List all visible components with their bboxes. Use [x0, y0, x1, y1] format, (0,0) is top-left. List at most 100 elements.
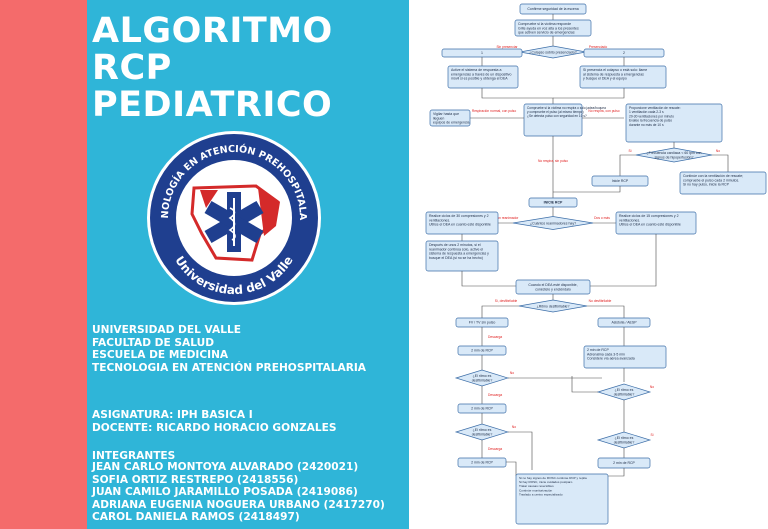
right-note-box-text: durante no más de 10 s	[629, 123, 664, 127]
right-activate-box	[579, 65, 667, 89]
hr-decision-text: signos de hipoperfusión?	[655, 155, 694, 159]
branch-label: Sí, desfibrilable	[495, 299, 518, 303]
member-item: JUAN CAMILO JARAMILLO POSADA (2419086)	[92, 486, 358, 499]
branch-label: No	[716, 149, 720, 153]
after-2min-box-text: Después de unos 2 minutos, si el	[429, 243, 481, 247]
course-teacher: DOCENTE: RICARDO HORACIO GONZALES	[92, 421, 337, 434]
branch-label: No desfibrilable	[589, 299, 612, 303]
right-note-box-text: 20-30 ventilaciones por minuto	[629, 114, 674, 118]
final-box-text: Tratar causas reversibles	[519, 484, 554, 488]
final-box-text: Si no hay signos de ROSC continúe RCP y …	[519, 476, 587, 480]
branch-label: Sin presenciar	[496, 45, 518, 49]
check-response-box-text: Grite ayuda en voz alta a los presentes	[518, 26, 579, 30]
title-line-3: PEDIATRICO	[92, 85, 333, 125]
branch-label: Descarga	[488, 447, 502, 451]
start-box-text: Confirme seguridad de la escena	[527, 7, 578, 11]
left-activate-box	[447, 65, 519, 89]
final-box-text: Continúe monitorización	[519, 488, 552, 492]
institution-line: ESCUELA DE MEDICINA	[92, 349, 229, 362]
aed-box-text: Cuando el DEA esté disponible,	[528, 283, 577, 287]
left-note-box-text: equipos de emergencia	[433, 121, 469, 125]
shock-loop-decision-2-text: ¿El ritmo es	[473, 428, 492, 432]
coral-side-strip	[0, 0, 87, 529]
connector-line	[553, 88, 625, 99]
institution-block: UNIVERSIDAD DEL VALLE FACULTAD DE SALUD …	[92, 324, 366, 374]
aed-box-text: conéctelo y enciéndalo	[535, 287, 571, 291]
left-activate-box-text: emergencias a través de un dispositivo	[451, 72, 512, 76]
shock-loop-decision-2-text: desfibrilable?	[472, 432, 493, 436]
connector-line	[619, 154, 636, 176]
course-block: ASIGNATURA: IPH BASICA I DOCENTE: RICARD…	[92, 409, 336, 434]
branch-box-2-text: 2	[623, 51, 625, 55]
shock-loop-decision-3-text: ¿El ritmo es	[615, 388, 634, 392]
member-item: JEAN CARLO MONTOYA ALVARADO (2420021)	[92, 461, 359, 473]
branch-label: Dos o más	[594, 216, 610, 220]
rescuers-decision-text: ¿Cuántos reanimadores hay?	[530, 221, 576, 225]
hr-yes-box-text: Inicie RCP	[612, 179, 629, 183]
connector-line	[481, 88, 554, 104]
connector-line	[571, 376, 598, 393]
connector-line	[587, 305, 625, 318]
institution-line: UNIVERSIDAD DEL VALLE	[92, 324, 241, 336]
left-note-box	[429, 109, 471, 127]
branch-label: No	[510, 371, 514, 375]
member-item: ADRIANA EUGENIA NOGUERA URBANO (2417270)	[92, 498, 385, 511]
witnessed-decision-text: ¿Colapso súbito presenciado?	[529, 50, 576, 54]
two-rescuers-box-text: Utilice el DEA en cuanto esté disponible	[619, 223, 681, 227]
members-list: JEAN CARLO MONTOYA ALVARADO (2420021) SO…	[92, 461, 385, 524]
vf-box-text: FV / TV sin pulso	[469, 321, 496, 325]
member-item: CAROL DANIELA RAMOS (2418497)	[92, 511, 300, 524]
left-note-box-text: Vigilar hasta que	[433, 112, 459, 116]
branch-label: Descarga	[488, 335, 502, 339]
connector-line	[508, 431, 533, 470]
course-subject: ASIGNATURA: IPH BASICA I	[92, 409, 253, 421]
two-rescuers-box-text: ventilaciones.	[619, 218, 640, 222]
right-note-box-text: Proporcione ventilación de rescate:	[629, 106, 681, 110]
hr-no-box-text: Si no hay pulso, inicie la RCP	[683, 183, 730, 187]
check-pulse-box-text: Compruebe si la víctima no respira o sol…	[527, 106, 606, 110]
rcp-2min-box-text: 2 min de RCP	[471, 407, 493, 411]
hr-decision-text: ¿Frecuencia cardíaca < 60 lpm con	[647, 151, 702, 155]
member-item: SOFIA ORTIZ RESTREPO (2418556)	[92, 473, 299, 486]
rcp-2min-box-text: 2 min de RCP	[471, 349, 493, 353]
connector-line	[590, 234, 657, 287]
rcp-flowchart: Confirme seguridad de la escenaCompruebe…	[425, 3, 767, 525]
left-note-box-text: lleguen	[433, 116, 444, 120]
hr-no-box	[679, 171, 767, 195]
one-rescuer-box-text: Realice ciclos de 30 compresiones y 2	[429, 214, 489, 218]
epi-box	[583, 345, 667, 369]
title-line-1: ALGORITMO	[92, 11, 333, 51]
shock-loop-decision-1-text: desfibrilable?	[472, 378, 493, 382]
right-note-box-text: Evalúe la frecuencia de pulso	[629, 119, 672, 123]
check-pulse-box-text: ¿Se detecta pulso con seguridad en 10 s?	[527, 114, 587, 118]
final-box-text: Si hay ROSC, inicie cuidados postparo	[519, 480, 573, 484]
right-activate-box-text: y busque el DEA y el equipo	[583, 77, 627, 81]
title-line-2: RCP	[92, 48, 172, 88]
connector-line	[506, 461, 517, 476]
shock-loop-decision-3	[596, 383, 652, 401]
university-logo: TECNOLOGÍA EN ATENCIÓN PREHOSPITALARIA U…	[146, 130, 321, 305]
shock-loop-decision-4-text: ¿El ritmo es	[615, 436, 634, 440]
institution-line: TECNOLOGIA EN ATENCIÓN PREHOSPITALARIA	[92, 361, 366, 374]
hr-no-box-text: Continúe con la ventilación de rescate;	[683, 174, 743, 178]
connector-line	[608, 468, 625, 477]
rcp-2min-box-text: 2 min de RCP	[471, 461, 493, 465]
final-box-text: Traslado a centro especializado	[519, 492, 563, 496]
branch-box-1-text: 1	[481, 51, 483, 55]
panel-divider	[409, 0, 412, 529]
epi-box-text: Considere vía aérea avanzada	[587, 357, 635, 361]
members-heading: INTEGRANTES	[92, 450, 176, 462]
shock-loop-decision-1-text: ¿El ritmo es	[473, 374, 492, 378]
check-response-box-text: Compruebe si la víctima responde	[518, 22, 571, 26]
branch-label: Descarga	[488, 393, 502, 397]
star-of-life-icon	[204, 192, 264, 252]
branch-label: Sí	[650, 433, 653, 437]
epi-box-text: Adrenalina cada 3-5 min	[587, 352, 625, 356]
connector-line	[481, 305, 519, 318]
branch-label: No	[650, 385, 654, 389]
connector-line	[712, 154, 729, 172]
check-response-box-text: que activen servicio de emergencias	[518, 31, 575, 35]
branch-label: Respiración normal, con pulso	[472, 109, 517, 113]
after-2min-box-text: busque el DEA (si no se ha hecho)	[429, 256, 483, 260]
shockable-decision-text: ¿Ritmo desfibrilable?	[537, 304, 570, 308]
